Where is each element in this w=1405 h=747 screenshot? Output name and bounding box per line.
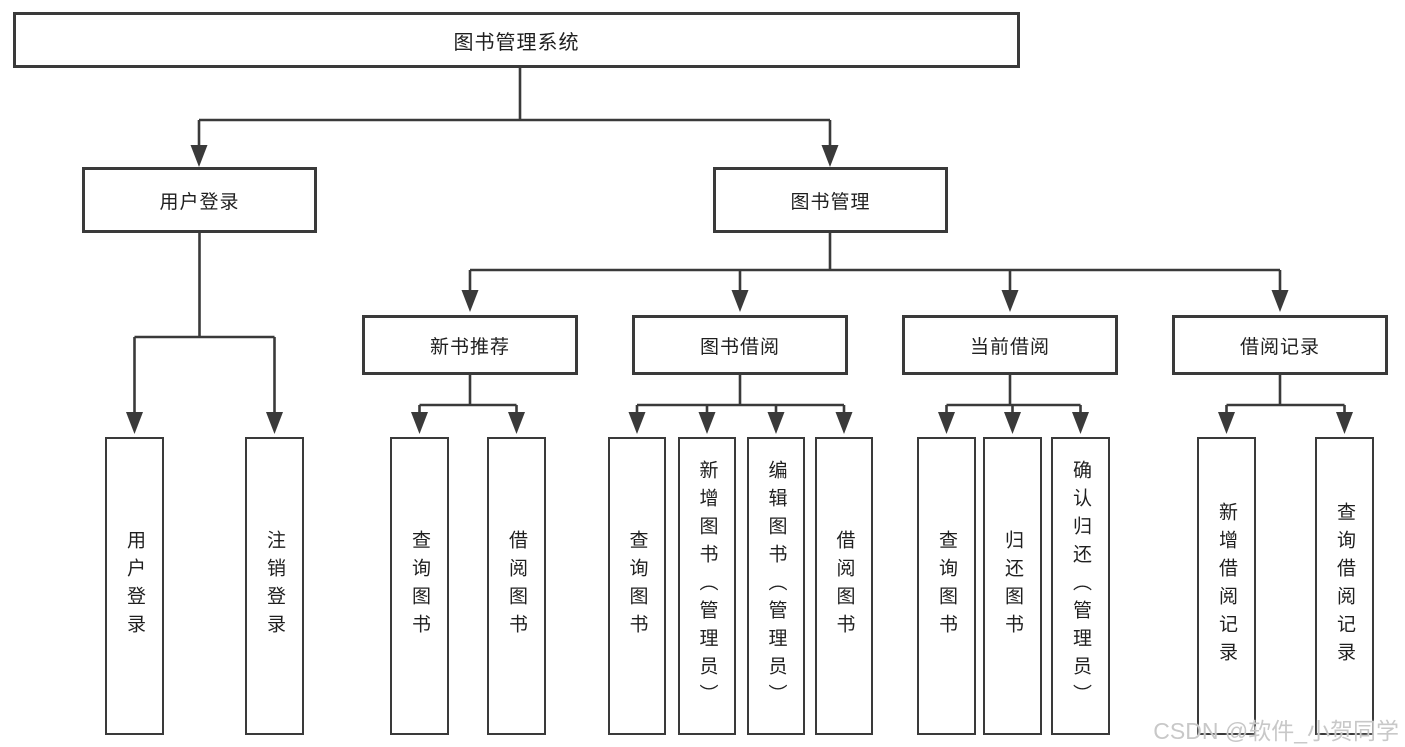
leaf-user-login-label: 用户登录 <box>124 530 145 642</box>
leaf-records-add-record: 新增借阅记录 <box>1197 437 1256 735</box>
leaf-user-login: 用户登录 <box>105 437 164 735</box>
leaf-borrow-edit-books: 编辑图书（管理员） <box>747 437 805 735</box>
leaf-records-add-record-label: 新增借阅记录 <box>1216 502 1237 670</box>
node-book-management: 图书管理 <box>713 167 948 233</box>
node-new-book-recommend-label: 新书推荐 <box>429 336 510 358</box>
leaf-recommend-query-books: 查询图书 <box>390 437 449 735</box>
node-borrow-records: 借阅记录 <box>1172 315 1388 375</box>
node-borrow-records-label: 借阅记录 <box>1239 336 1320 358</box>
leaf-borrow-borrow-books: 借阅图书 <box>815 437 873 735</box>
leaf-borrow-edit-books-label: 编辑图书（管理员） <box>765 460 787 712</box>
leaf-current-query-books: 查询图书 <box>917 437 976 735</box>
node-current-borrow: 当前借阅 <box>902 315 1118 375</box>
leaf-current-return-books-label: 归还图书 <box>1002 530 1023 642</box>
node-root-label: 图书管理系统 <box>453 31 580 54</box>
node-book-borrow-label: 图书借阅 <box>699 336 780 358</box>
leaf-current-confirm-return: 确认归还（管理员） <box>1051 437 1110 735</box>
leaf-borrow-add-books-label: 新增图书（管理员） <box>696 460 718 712</box>
node-root: 图书管理系统 <box>13 12 1020 68</box>
leaf-logout-label: 注销登录 <box>264 530 285 642</box>
leaf-current-query-books-label: 查询图书 <box>936 530 957 642</box>
node-book-management-label: 图书管理 <box>790 191 871 213</box>
leaf-recommend-borrow-books-label: 借阅图书 <box>506 530 527 642</box>
node-new-book-recommend: 新书推荐 <box>362 315 578 375</box>
node-book-borrow: 图书借阅 <box>632 315 848 375</box>
leaf-current-confirm-return-label: 确认归还（管理员） <box>1070 460 1091 712</box>
leaf-recommend-query-books-label: 查询图书 <box>409 530 430 642</box>
node-user-login: 用户登录 <box>82 167 317 233</box>
node-user-login-label: 用户登录 <box>159 191 240 213</box>
leaf-records-query-record: 查询借阅记录 <box>1315 437 1374 735</box>
leaf-current-return-books: 归还图书 <box>983 437 1042 735</box>
watermark: CSDN @软件_小贺同学 <box>1153 718 1399 744</box>
leaf-borrow-query-books-label: 查询图书 <box>626 530 648 642</box>
leaf-logout: 注销登录 <box>245 437 304 735</box>
node-current-borrow-label: 当前借阅 <box>969 336 1050 358</box>
leaf-records-query-record-label: 查询借阅记录 <box>1334 502 1355 670</box>
leaf-recommend-borrow-books: 借阅图书 <box>487 437 546 735</box>
leaf-borrow-add-books: 新增图书（管理员） <box>678 437 736 735</box>
leaf-borrow-query-books: 查询图书 <box>608 437 666 735</box>
leaf-borrow-borrow-books-label: 借阅图书 <box>833 530 855 642</box>
